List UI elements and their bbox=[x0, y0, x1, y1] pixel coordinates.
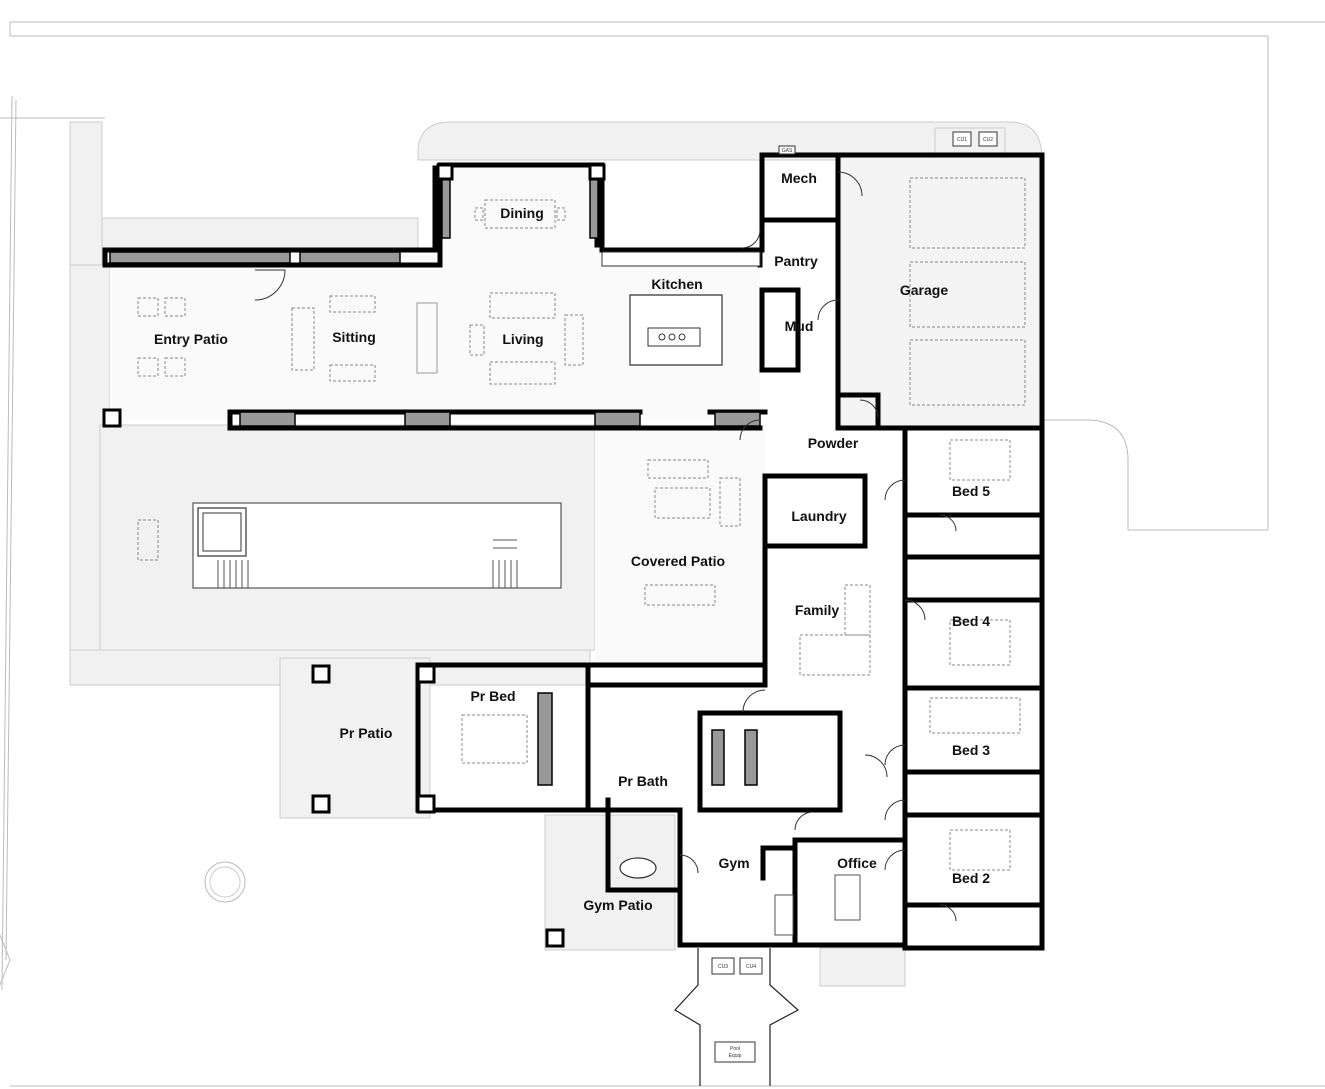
room-label-bed4: Bed 4 bbox=[952, 613, 990, 629]
room-label-bed3: Bed 3 bbox=[952, 742, 990, 758]
condenser-cu2-label: CU2 bbox=[983, 137, 993, 143]
condenser-cu1-label: CU1 bbox=[957, 137, 967, 143]
room-label-bed2: Bed 2 bbox=[952, 870, 990, 886]
condenser-cu4-label: CU4 bbox=[746, 964, 756, 970]
walls bbox=[102, 152, 1045, 951]
room-label-garage: Garage bbox=[900, 282, 948, 298]
site-boundary bbox=[0, 21, 1325, 1087]
condenser-cu3-label: CU3 bbox=[718, 964, 728, 970]
room-label-sitting: Sitting bbox=[332, 329, 376, 345]
room-label-family: Family bbox=[795, 602, 840, 618]
gas-meter-label: GAS bbox=[782, 148, 793, 154]
room-label-pantry: Pantry bbox=[774, 253, 818, 269]
room-label-entry-patio: Entry Patio bbox=[154, 331, 228, 347]
room-label-mech: Mech bbox=[781, 170, 817, 186]
room-label-kitchen: Kitchen bbox=[651, 276, 702, 292]
room-label-living: Living bbox=[502, 331, 543, 347]
paving bbox=[69, 121, 1043, 987]
room-label-dining: Dining bbox=[500, 205, 544, 221]
room-label-laundry: Laundry bbox=[791, 508, 846, 524]
room-label-gym: Gym bbox=[718, 855, 749, 871]
doors bbox=[254, 171, 957, 922]
furniture bbox=[137, 177, 1026, 936]
pool-equipment-area bbox=[674, 131, 998, 1086]
room-label-gym-patio: Gym Patio bbox=[583, 897, 652, 913]
room-label-covered-patio: Covered Patio bbox=[631, 553, 725, 569]
room-label-bed5: Bed 5 bbox=[952, 483, 990, 499]
room-label-mud: Mud bbox=[785, 318, 814, 334]
room-label-powder: Powder bbox=[808, 435, 859, 451]
columns bbox=[102, 163, 606, 948]
room-label-pr-patio: Pr Patio bbox=[340, 725, 393, 741]
room-label-office: Office bbox=[837, 855, 877, 871]
pool-equip-label-line1: Pool bbox=[730, 1046, 740, 1052]
room-label-pr-bath: Pr Bath bbox=[618, 773, 668, 789]
interior-floor bbox=[110, 158, 1040, 665]
windows bbox=[109, 167, 761, 786]
pool bbox=[192, 502, 562, 589]
pool-equip-label-line2: Equip bbox=[729, 1053, 742, 1059]
room-label-pr-bed: Pr Bed bbox=[470, 688, 515, 704]
